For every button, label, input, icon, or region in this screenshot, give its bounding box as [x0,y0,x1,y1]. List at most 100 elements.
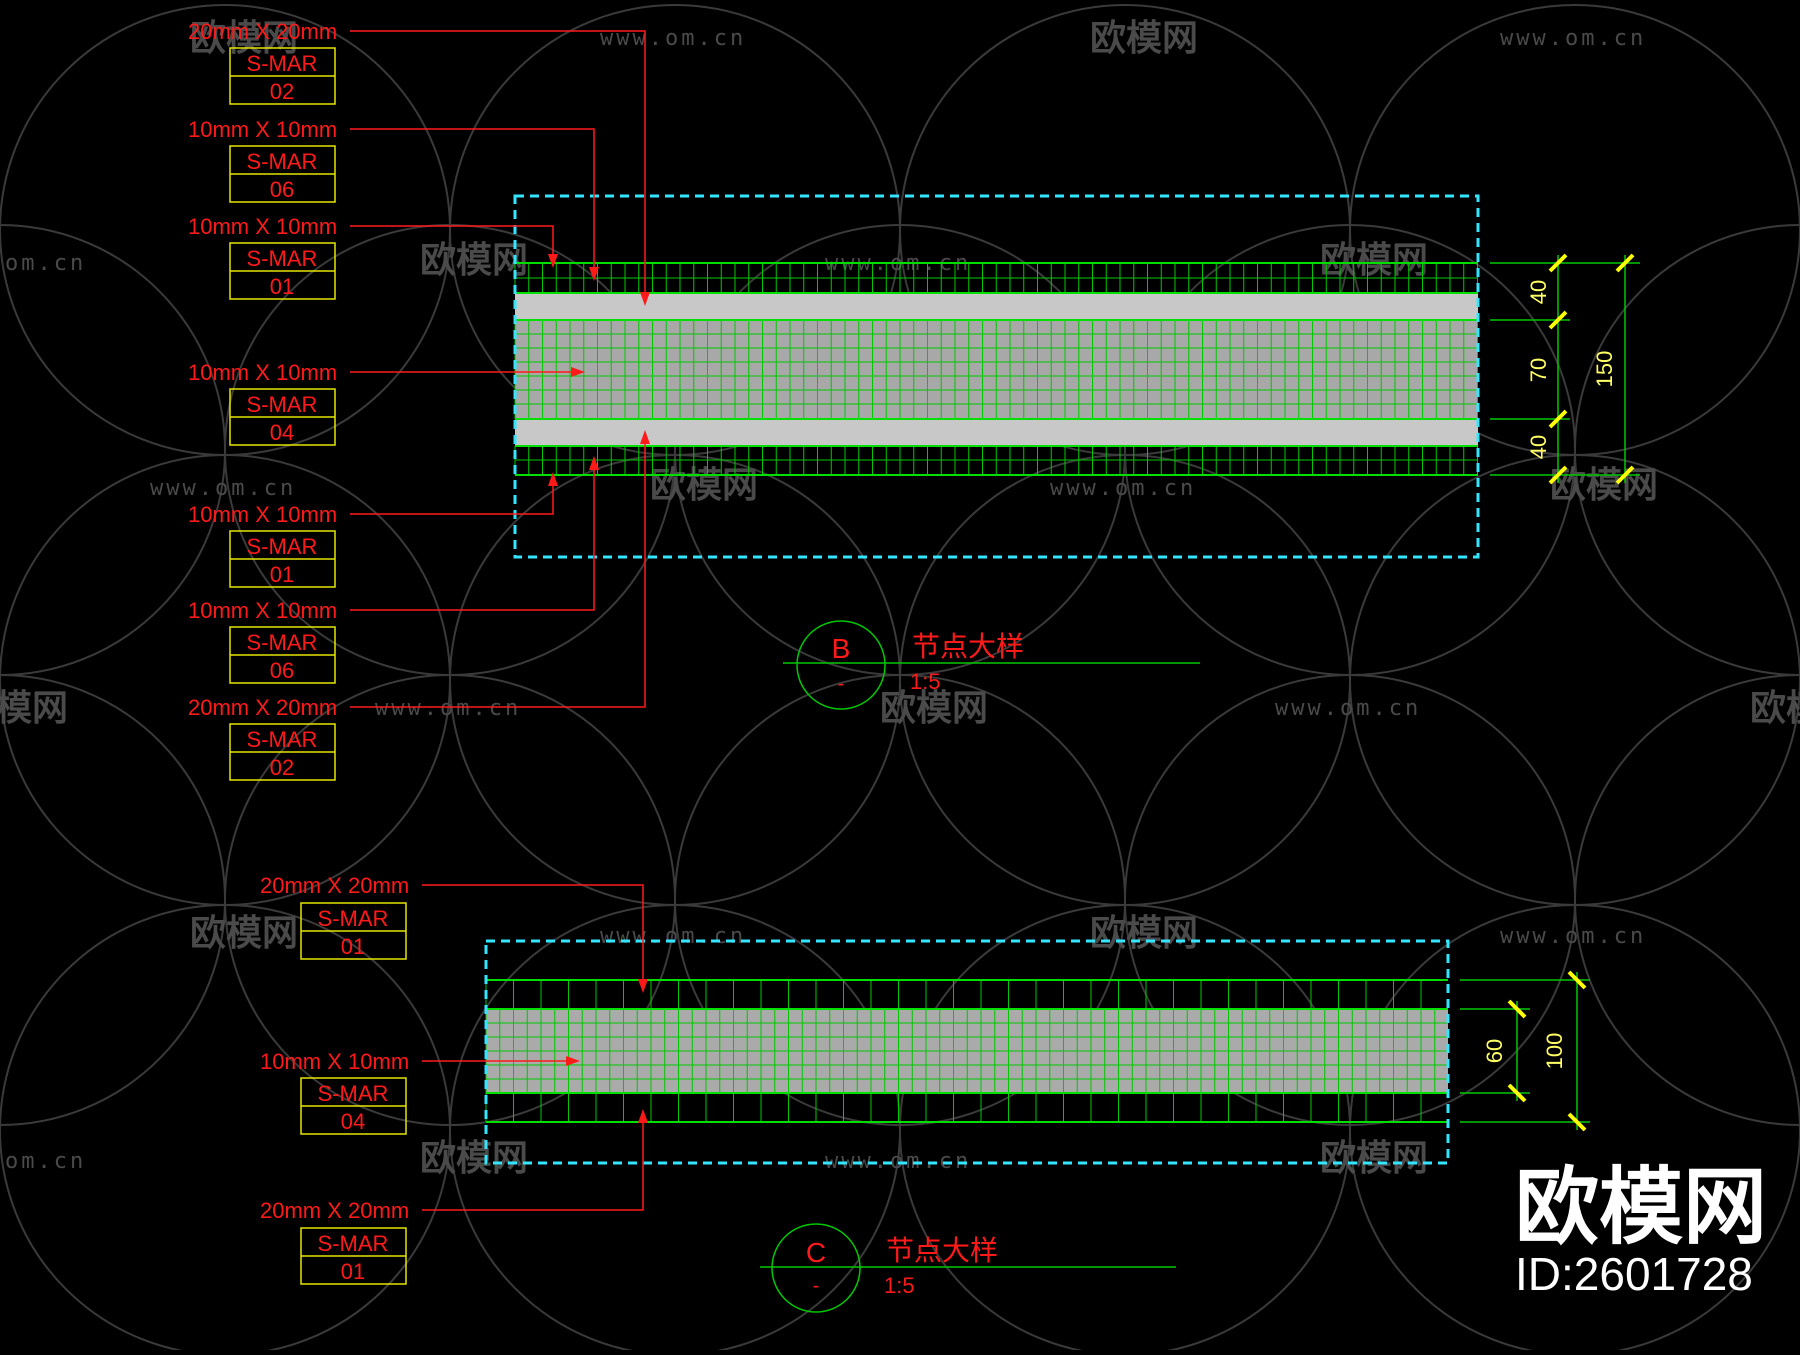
detail-b-layer-lines [515,262,1478,476]
callout-b-6-size: 10mm X 10mm [188,598,337,623]
detail-c-dashed-frame [484,939,1450,1165]
watermark-circle [899,904,1351,1355]
callout-b-5-size: 10mm X 10mm [188,502,337,527]
callout-b-2: 10mm X 10mm S-MAR 06 [188,117,337,203]
detail-c-arrowheads [566,979,648,1123]
detail-b: 40 70 40 150 20mm X 20mm [188,19,1640,781]
callout-b-3-size: 10mm X 10mm [188,214,337,239]
watermark-url: www.om.cn [1500,26,1646,51]
watermark-brand: 欧模网 [1550,464,1658,505]
callout-b-7-code: S-MAR [247,727,318,752]
watermark-url: www.om.cn [375,696,521,721]
callout-c-3-size: 20mm X 20mm [260,1198,409,1223]
detail-c-title: 节点大样 [886,1235,998,1266]
callout-b-4: 10mm X 10mm S-MAR 04 [188,360,337,446]
detail-b-dim-bottom: 40 [1526,435,1551,459]
callout-b-6-code: S-MAR [247,630,318,655]
watermark-circle [0,674,226,1126]
detail-c-dim-inner: 60 [1482,1039,1507,1063]
callout-b-2-code: S-MAR [247,149,318,174]
watermark-circle-pattern [0,4,1800,1355]
callout-b-7-size: 20mm X 20mm [188,695,337,720]
callout-b-5-num: 01 [270,562,294,587]
detail-b-title: 节点大样 [912,631,1024,662]
detail-c-marker-sub: - [813,1275,820,1297]
callout-c-1-num: 01 [341,934,365,959]
watermark-text-layer: 欧模网 www.om.cn 欧模网 www.om.cn 欧模网 www.om.cn 欧模网 o… [0,17,1800,1178]
watermark-circle [1574,674,1800,1126]
callout-b-4-size: 10mm X 10mm [188,360,337,385]
callout-b-6-num: 06 [270,658,294,683]
callout-b-6: 10mm X 10mm S-MAR 06 [188,598,337,684]
corner-brand-name: 欧模网 [1515,1158,1767,1256]
callout-b-2-size: 10mm X 10mm [188,117,337,142]
watermark-brand: 欧模网 [650,464,758,505]
watermark-circle [899,454,1351,906]
detail-c-dimensions: 60 100 [1460,970,1590,1132]
watermark-circle [449,904,901,1355]
watermark-url: www.om.cn [600,924,746,949]
detail-b-leaders [350,30,646,708]
detail-c-leaders [422,884,644,1211]
callout-c-3-num: 01 [341,1259,365,1284]
callout-b-5-code: S-MAR [247,534,318,559]
callout-b-3: 10mm X 10mm S-MAR 01 [188,214,337,300]
watermark-url: www.om.cn [1275,696,1421,721]
callout-b-4-code: S-MAR [247,392,318,417]
watermark-url-partial: om.cn [5,251,86,276]
watermark-circle [1349,454,1800,906]
detail-b-marker-sub: - [838,673,845,695]
watermark-brand: 欧模网 [880,687,988,728]
detail-c-callouts: 20mm X 20mm S-MAR 01 10mm X 10mm S-MAR 0… [260,873,409,1285]
detail-b-marker-letter: B [832,633,851,664]
callout-b-1: 20mm X 20mm S-MAR 02 [188,19,337,105]
callout-c-3-code: S-MAR [318,1231,389,1256]
callout-c-2-code: S-MAR [318,1081,389,1106]
callout-b-3-code: S-MAR [247,246,318,271]
callout-b-2-num: 06 [270,177,294,202]
detail-c-scale: 1:5 [884,1273,915,1298]
watermark-brand: 欧模网 [1090,17,1198,58]
watermark-brand: 欧模网 [0,687,68,728]
watermark-brand: 欧模网 [1320,1137,1428,1178]
callout-b-4-num: 04 [270,420,294,445]
watermark-url: www.om.cn [1050,476,1196,501]
watermark-circle [1349,904,1800,1355]
callout-b-7-num: 02 [270,755,294,780]
corner-brand-id: ID:2601728 [1515,1248,1753,1300]
watermark-brand: 欧模网 [1090,912,1198,953]
detail-b-dimensions: 40 70 40 150 [1490,253,1640,485]
watermark-url: www.om.cn [150,476,296,501]
detail-b-dim-total: 150 [1592,351,1617,388]
callout-c-1: 20mm X 20mm S-MAR 01 [260,873,409,960]
detail-b-dim-middle: 70 [1526,358,1551,382]
detail-c-grid [485,980,1448,1122]
callout-b-1-size: 20mm X 20mm [188,19,337,44]
detail-c: 60 100 20mm X 20mm S-MAR 01 10mm X 10mm [260,873,1590,1313]
watermark-url-partial: om.cn [5,1149,86,1174]
callout-c-2: 10mm X 10mm S-MAR 04 [260,1049,409,1135]
detail-b-dim-top: 40 [1526,280,1551,304]
detail-b-arrowheads [548,254,650,486]
corner-brand: 欧模网 ID:2601728 [1515,1158,1767,1300]
detail-b-grid [514,263,1478,475]
watermark-brand: 欧模网 [1750,687,1800,728]
watermark-circle [449,454,901,906]
watermark-brand: 欧模网 [420,1137,528,1178]
detail-c-marker-letter: C [806,1237,826,1268]
callout-c-1-code: S-MAR [318,906,389,931]
watermark-brand: 欧模网 [420,239,528,280]
callout-b-1-code: S-MAR [247,51,318,76]
watermark-brand: 欧模网 [190,17,298,58]
callout-b-5: 10mm X 10mm S-MAR 01 [188,502,337,588]
callout-c-2-size: 10mm X 10mm [260,1049,409,1074]
watermark-brand: 欧模网 [1320,239,1428,280]
callout-b-3-num: 01 [270,274,294,299]
callout-c-3: 20mm X 20mm S-MAR 01 [260,1198,409,1285]
detail-c-title-marker: C - 节点大样 1:5 [760,1223,1176,1313]
callout-b-7: 20mm X 20mm S-MAR 02 [188,695,337,781]
watermark-circle [1574,224,1800,676]
detail-b-band-top [515,293,1478,320]
